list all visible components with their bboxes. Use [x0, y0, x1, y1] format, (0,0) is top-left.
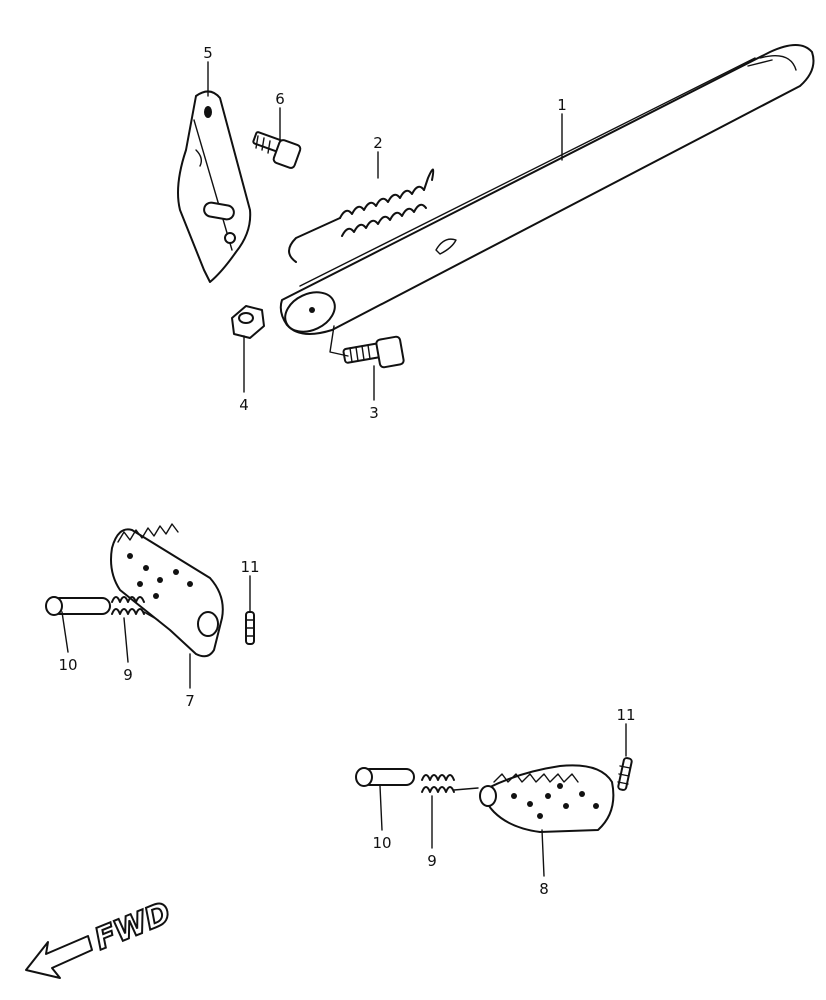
fwd-label: FWD	[90, 896, 176, 958]
cotter-pin-left	[245, 611, 255, 645]
bolt-3	[342, 335, 405, 369]
stand-spring	[288, 168, 435, 263]
callout-10-right: 10	[372, 834, 391, 852]
callout-9-right: 9	[427, 852, 437, 870]
footrest-pin-left	[45, 596, 111, 616]
side-stand-leg	[279, 44, 815, 335]
footrest-pin-right	[355, 767, 415, 787]
callout-5: 5	[203, 44, 213, 62]
callout-11-left: 11	[240, 558, 259, 576]
callout-11-right: 11	[616, 706, 635, 724]
footrest-spring-left	[111, 596, 159, 621]
nut-4	[231, 305, 265, 339]
left-footrest	[110, 523, 224, 658]
cotter-pin-right	[617, 757, 633, 791]
right-footrest	[479, 764, 615, 833]
callout-4: 4	[239, 396, 249, 414]
bolt-6	[252, 131, 302, 169]
footrest-spring-right	[421, 774, 479, 793]
leader-lines	[61, 61, 627, 877]
callout-3: 3	[369, 404, 379, 422]
stand-bracket-plate	[177, 90, 252, 283]
callout-10-left: 10	[58, 656, 77, 674]
callout-9-left: 9	[123, 666, 133, 684]
callout-1: 1	[557, 96, 567, 114]
callout-7: 7	[185, 692, 195, 710]
callout-8: 8	[539, 880, 549, 898]
callout-2: 2	[373, 134, 383, 152]
forward-arrow-icon	[25, 935, 93, 979]
forward-direction-indicator: FWD	[25, 895, 177, 979]
callout-6: 6	[275, 90, 285, 108]
